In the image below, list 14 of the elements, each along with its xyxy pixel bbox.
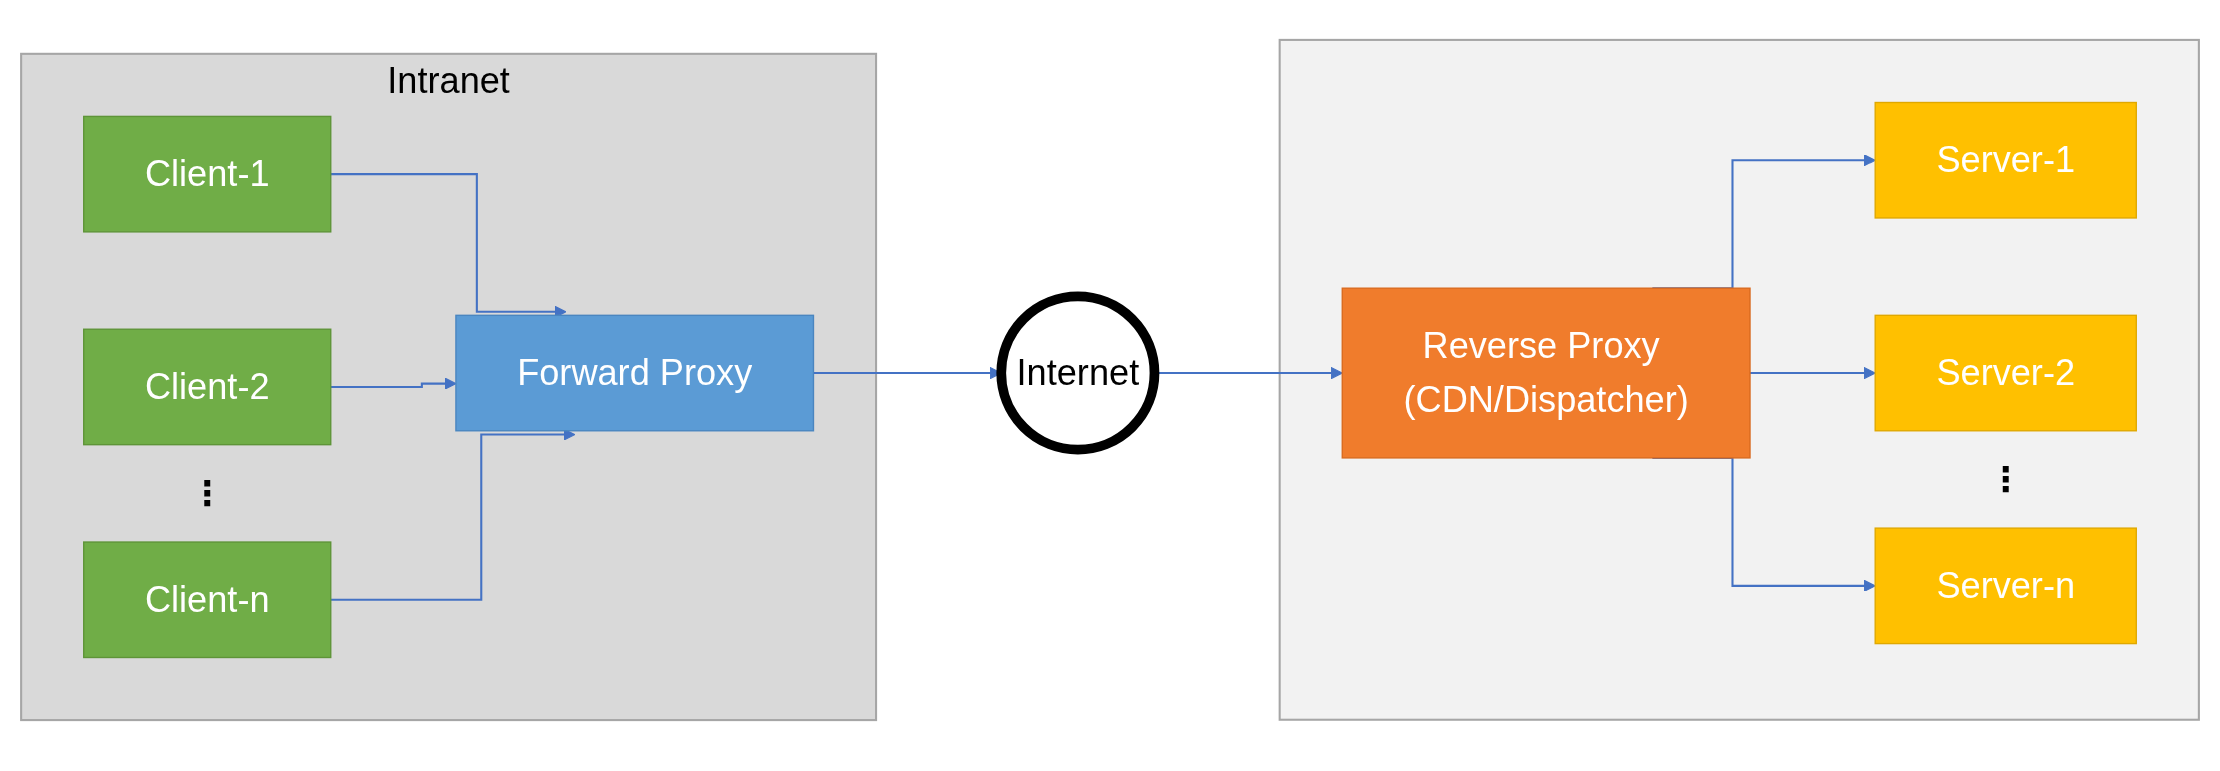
ellipsis-mark: ⋮ <box>1988 462 2023 497</box>
node-box <box>1874 101 2137 219</box>
node-box <box>83 115 332 233</box>
arrow <box>1750 366 1876 380</box>
node-box <box>1874 527 2137 645</box>
node-circle <box>996 291 1160 455</box>
node-box <box>1341 287 1751 459</box>
ellipsis-mark: ⋮ <box>190 476 225 511</box>
node-box <box>1874 314 2137 432</box>
node-box <box>83 328 332 446</box>
cluster <box>1278 38 2200 721</box>
cluster <box>20 52 878 722</box>
node-box <box>455 314 815 432</box>
node-box <box>83 541 332 659</box>
